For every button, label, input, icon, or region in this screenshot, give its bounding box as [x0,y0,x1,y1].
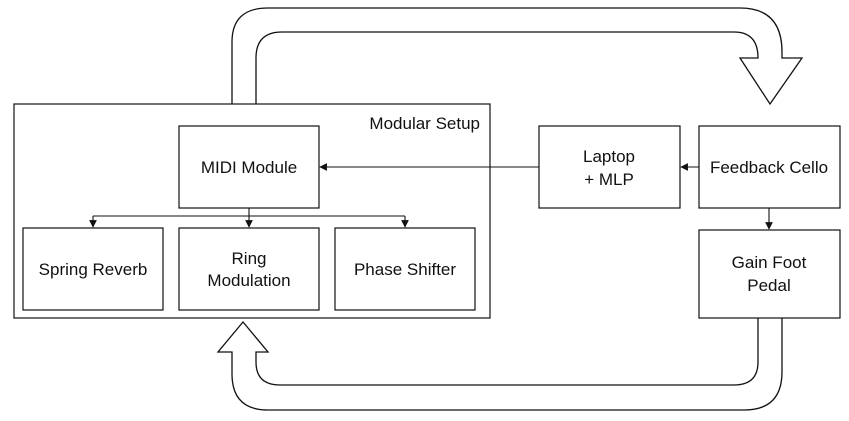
bottom-loop-arrow [216,318,783,411]
node-phase-shifter: Phase Shifter [334,227,476,311]
node-ring-modulation: Ring Modulation [178,227,320,311]
node-gain-foot-pedal: Gain Foot Pedal [698,229,841,319]
gain-foot-pedal-label-line2: Pedal [747,276,790,295]
phase-shifter-label: Phase Shifter [354,260,456,279]
laptop-mlp-label-line1: Laptop [583,147,635,166]
modular-setup-label: Modular Setup [369,114,480,133]
spring-reverb-label: Spring Reverb [39,260,148,279]
midi-module-label: MIDI Module [201,158,297,177]
node-spring-reverb: Spring Reverb [22,227,164,311]
ring-modulation-label-line1: Ring [232,249,267,268]
laptop-mlp-label-line2: + MLP [584,170,634,189]
node-laptop-mlp: Laptop + MLP [538,125,681,209]
top-loop-arrow [231,7,804,106]
feedback-cello-label: Feedback Cello [710,158,828,177]
ring-modulation-label-line2: Modulation [207,271,290,290]
node-feedback-cello: Feedback Cello [698,125,841,209]
gain-foot-pedal-label-line1: Gain Foot [732,253,807,272]
node-midi-module: MIDI Module [178,125,320,209]
